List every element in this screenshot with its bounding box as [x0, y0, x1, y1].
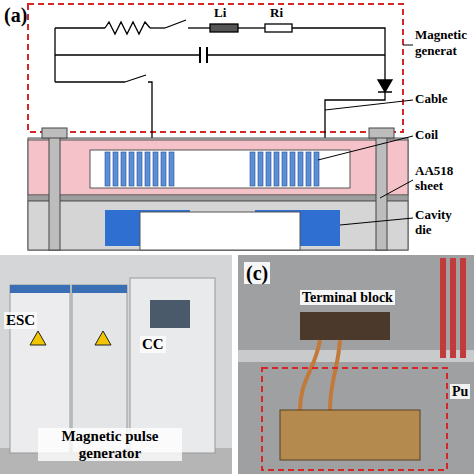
coil-cavity: [90, 150, 350, 188]
photo-label: Terminal block: [300, 290, 395, 305]
part-label: Cable: [415, 92, 448, 106]
panel-letter: (c): [244, 262, 270, 284]
wire: [55, 54, 385, 55]
diode-symbol: [378, 80, 392, 92]
switch-symbol: [125, 75, 146, 82]
warning-sign: [30, 331, 111, 345]
cables: [440, 258, 466, 358]
leader-lines: [318, 45, 413, 225]
copper-leads: [300, 340, 340, 410]
wire: [238, 27, 265, 28]
part-label: sheet: [415, 179, 443, 193]
resistor-symbol: [105, 22, 150, 34]
fixture-body: [28, 138, 408, 250]
upper-plate: [28, 140, 408, 195]
cabinet-stripe: [72, 285, 127, 293]
circuit: [55, 20, 392, 150]
wire: [55, 27, 105, 28]
terminal-block: [300, 312, 390, 340]
photo-label: ESC: [4, 312, 37, 329]
photo-label: CC: [140, 336, 166, 353]
highlight-box: [262, 368, 447, 470]
inductor-symbol: [210, 24, 238, 32]
fixture-photo: [280, 410, 420, 460]
sheet: [28, 195, 408, 201]
photo: [238, 255, 474, 474]
part-label: Magnetic: [415, 28, 467, 42]
die-cavity: [140, 212, 300, 250]
screen: [150, 300, 190, 328]
photo-label: Pu: [450, 384, 470, 399]
component-label: Ri: [270, 6, 283, 20]
part-label: generat: [415, 44, 457, 58]
photo-label: Magnetic pulse generator: [38, 428, 182, 461]
part-label: Coil: [415, 128, 438, 142]
panel-letter: (a): [4, 4, 27, 26]
wire: [150, 27, 165, 28]
generator-outline: [28, 4, 403, 132]
coil-turns: [105, 152, 319, 186]
cabinet-stripe: [10, 285, 70, 293]
cabinet: [130, 278, 215, 453]
photo: [0, 255, 232, 474]
rail: [238, 350, 474, 362]
capacitor-symbol: [200, 47, 207, 63]
wire: [188, 27, 210, 28]
gap: [232, 255, 238, 256]
part-label: Cavity: [415, 208, 452, 222]
bolts: [42, 128, 394, 250]
resistor-symbol: [265, 24, 292, 32]
lower-die: [28, 201, 408, 250]
component-label: Li: [214, 6, 226, 20]
switch-symbol: [165, 20, 186, 28]
part-label: AA518: [415, 164, 453, 178]
part-label: die: [415, 223, 432, 237]
wire: [55, 81, 125, 82]
